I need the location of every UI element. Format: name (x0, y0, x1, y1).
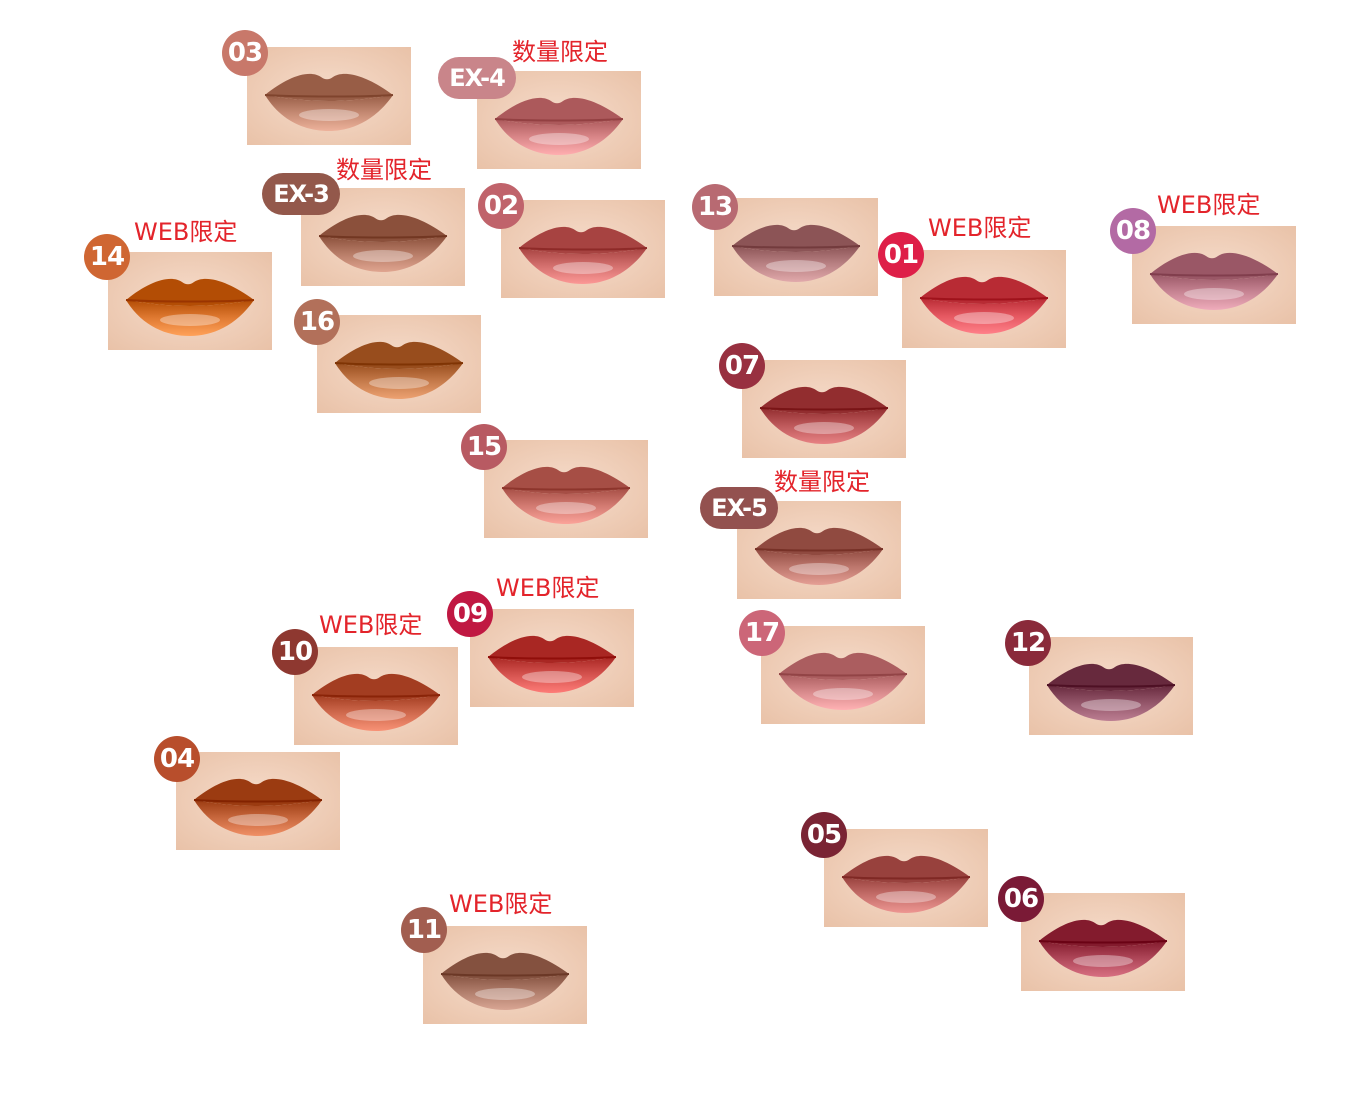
shade-badge-10: 10 (272, 629, 318, 675)
shade-badge-17: 17 (739, 610, 785, 656)
lips-image (824, 829, 988, 927)
lip-swatch-14 (108, 252, 272, 350)
lips-image (714, 198, 878, 296)
lip-swatch-10 (294, 647, 458, 745)
shade-badge-11: 11 (401, 907, 447, 953)
lips-image (108, 252, 272, 350)
shade-badge-03: 03 (222, 30, 268, 76)
lips-image (761, 626, 925, 724)
lip-swatch-17 (761, 626, 925, 724)
limited-tag-11: WEB限定 (449, 890, 553, 918)
lip-swatch-11 (423, 926, 587, 1024)
lip-swatch-04 (176, 752, 340, 850)
limited-tag-08: WEB限定 (1157, 191, 1261, 219)
lips-image (501, 200, 665, 298)
lip-swatch-12 (1029, 637, 1193, 735)
shade-badge-ex-5: EX-5 (700, 487, 778, 529)
shade-badge-07: 07 (719, 343, 765, 389)
lip-swatch-09 (470, 609, 634, 707)
lips-image (247, 47, 411, 145)
lip-swatch-03 (247, 47, 411, 145)
shade-badge-09: 09 (447, 591, 493, 637)
shade-badge-05: 05 (801, 812, 847, 858)
shade-badge-ex-4: EX-4 (438, 57, 516, 99)
lips-image (477, 71, 641, 169)
shade-badge-14: 14 (84, 234, 130, 280)
lips-image (484, 440, 648, 538)
lip-swatch-01 (902, 250, 1066, 348)
limited-tag-ex-4: 数量限定 (512, 38, 608, 66)
lip-swatch-13 (714, 198, 878, 296)
limited-tag-10: WEB限定 (319, 611, 423, 639)
lip-swatch-07 (742, 360, 906, 458)
limited-tag-09: WEB限定 (496, 574, 600, 602)
lip-swatch-15 (484, 440, 648, 538)
limited-tag-01: WEB限定 (928, 214, 1032, 242)
shade-badge-13: 13 (692, 184, 738, 230)
shade-badge-04: 04 (154, 736, 200, 782)
lips-image (317, 315, 481, 413)
limited-tag-14: WEB限定 (134, 218, 238, 246)
shade-badge-12: 12 (1005, 620, 1051, 666)
shade-badge-15: 15 (461, 424, 507, 470)
lips-image (470, 609, 634, 707)
lips-image (1029, 637, 1193, 735)
lip-swatch-06 (1021, 893, 1185, 991)
lips-image (742, 360, 906, 458)
lip-swatch-02 (501, 200, 665, 298)
shade-badge-06: 06 (998, 876, 1044, 922)
lip-swatch-16 (317, 315, 481, 413)
lips-image (423, 926, 587, 1024)
shade-badge-01: 01 (878, 232, 924, 278)
lips-image (1132, 226, 1296, 324)
shade-badge-16: 16 (294, 299, 340, 345)
shade-badge-02: 02 (478, 183, 524, 229)
lip-swatch-05 (824, 829, 988, 927)
limited-tag-ex-5: 数量限定 (774, 468, 870, 496)
lips-image (902, 250, 1066, 348)
lip-swatch-08 (1132, 226, 1296, 324)
shade-badge-08: 08 (1110, 208, 1156, 254)
shade-badge-ex-3: EX-3 (262, 173, 340, 215)
lips-image (294, 647, 458, 745)
lips-image (176, 752, 340, 850)
limited-tag-ex-3: 数量限定 (336, 156, 432, 184)
lips-image (1021, 893, 1185, 991)
